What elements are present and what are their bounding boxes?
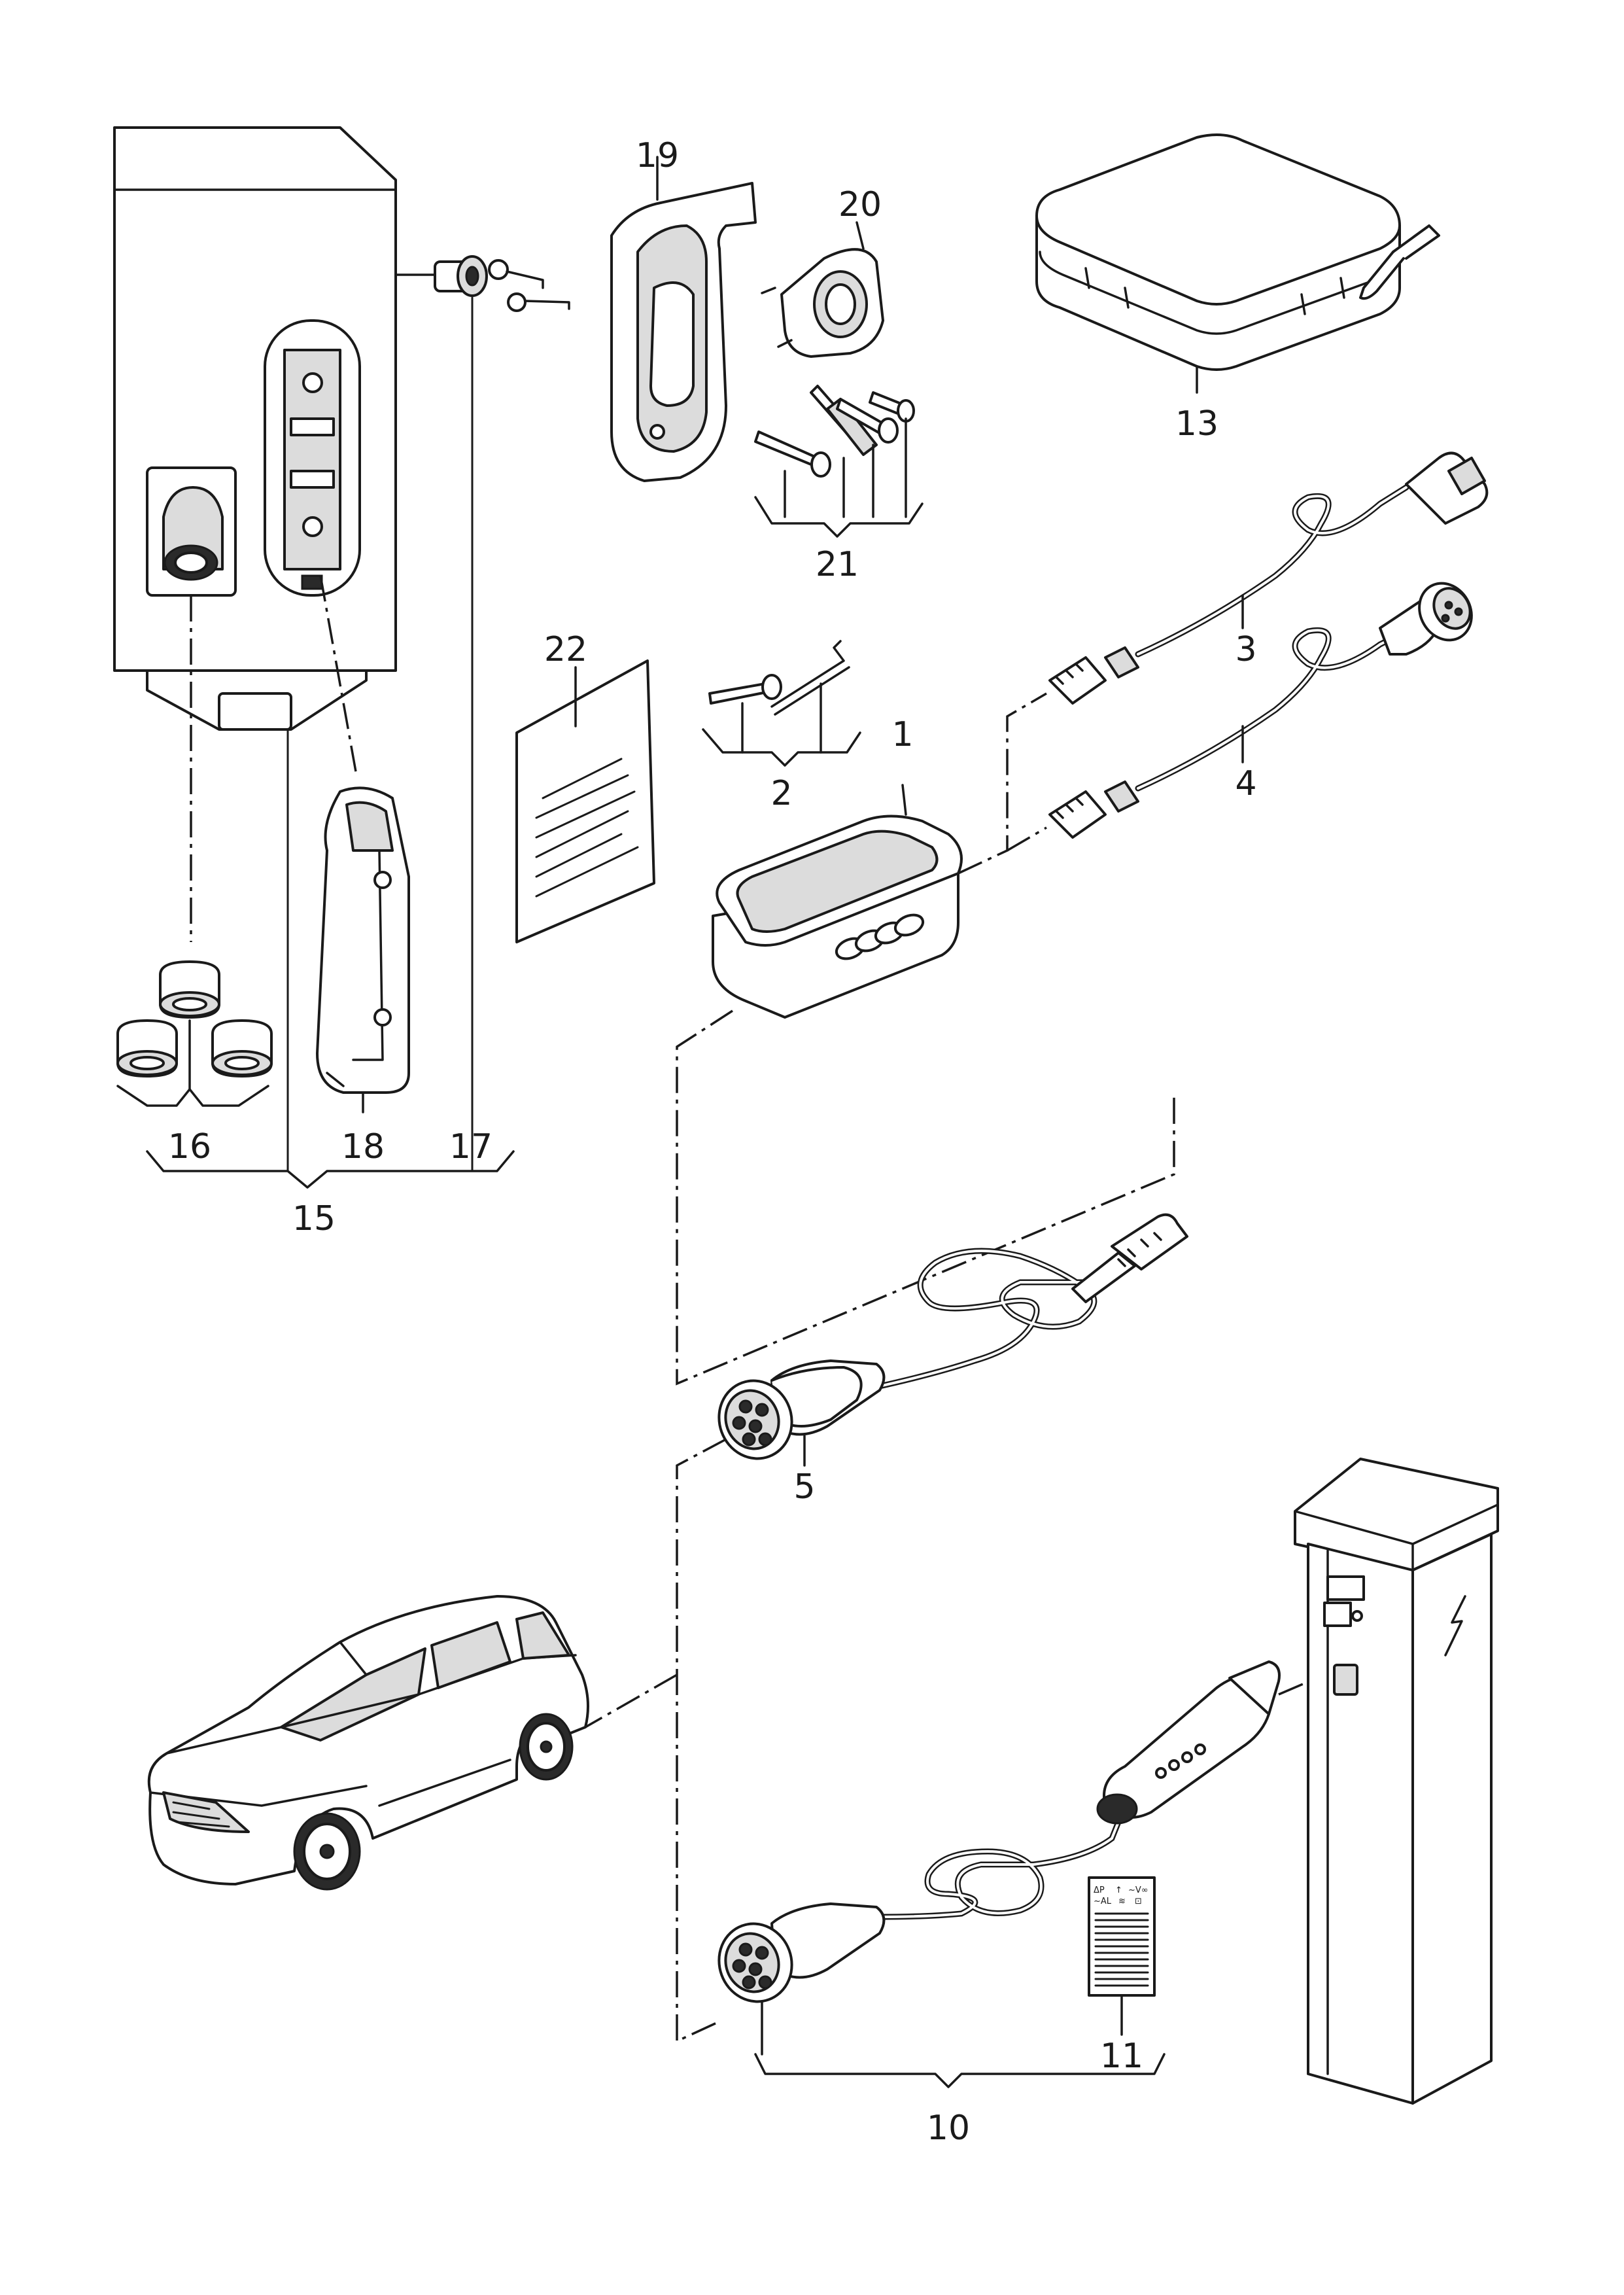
svg-text:↑: ↑ bbox=[1115, 1885, 1122, 1895]
callout-2: 2 bbox=[770, 774, 792, 813]
station-socket bbox=[1333, 1664, 1358, 1696]
callout-18: 18 bbox=[341, 1127, 385, 1166]
cable-with-industrial-plug bbox=[1048, 582, 1473, 839]
type2-to-type2-cable bbox=[717, 1660, 1348, 2003]
callout-1: 1 bbox=[891, 715, 913, 754]
lock-cylinder-with-keys bbox=[394, 255, 570, 1172]
svg-text:~V∞: ~V∞ bbox=[1128, 1885, 1149, 1895]
four-rings-logo bbox=[835, 913, 925, 960]
document-sheet bbox=[515, 659, 655, 943]
public-charging-station bbox=[1294, 1458, 1499, 2105]
screw-and-hex-key bbox=[702, 640, 861, 767]
group-bracket-10 bbox=[754, 2053, 1166, 2088]
callout-10: 10 bbox=[927, 2109, 970, 2148]
callout-17: 17 bbox=[449, 1127, 492, 1166]
socket-inserts bbox=[116, 595, 273, 1107]
holder-bracket bbox=[316, 575, 410, 1113]
svg-text:≋: ≋ bbox=[1118, 1897, 1126, 1906]
warning-label: ΔP ↑ ~V∞ ~AL ≋ ⊡ bbox=[1088, 1876, 1156, 2036]
svg-text:⊡: ⊡ bbox=[1135, 1897, 1142, 1906]
callout-16: 16 bbox=[168, 1127, 211, 1166]
link-1-to-cable-4 bbox=[1007, 826, 1047, 852]
wall-holder-bracket bbox=[610, 156, 757, 482]
key-icon bbox=[507, 292, 527, 312]
key-icon bbox=[488, 259, 509, 280]
wallbox-display bbox=[218, 692, 292, 731]
group-bracket-15 bbox=[146, 728, 515, 1189]
cable-with-household-plug bbox=[1048, 451, 1489, 705]
link-5-to-car bbox=[676, 1438, 727, 2043]
cover-cap bbox=[761, 221, 884, 358]
callout-22: 22 bbox=[544, 630, 587, 669]
callout-20: 20 bbox=[838, 185, 882, 224]
type2-charging-cable bbox=[717, 1213, 1188, 1467]
carrying-bag bbox=[1035, 133, 1440, 394]
callout-5: 5 bbox=[793, 1467, 815, 1507]
callout-11: 11 bbox=[1100, 2037, 1143, 2076]
charging-control-unit bbox=[712, 784, 963, 1019]
callout-15: 15 bbox=[292, 1199, 336, 1238]
link-car-to-cable bbox=[585, 1673, 678, 1728]
callout-4: 4 bbox=[1235, 764, 1256, 803]
wallbox-housing bbox=[113, 126, 397, 731]
link-1-to-cable-5 bbox=[676, 1009, 1175, 1386]
callout-13: 13 bbox=[1175, 404, 1218, 444]
svg-text:~AL: ~AL bbox=[1094, 1897, 1112, 1906]
callout-19: 19 bbox=[636, 136, 679, 175]
screws-and-dowels bbox=[754, 385, 924, 538]
car-suv bbox=[147, 1595, 589, 1891]
lightning-bolt-icon bbox=[1444, 1595, 1466, 1656]
callout-3: 3 bbox=[1235, 630, 1256, 669]
svg-text:ΔP: ΔP bbox=[1094, 1885, 1105, 1895]
callout-21: 21 bbox=[816, 545, 859, 584]
link-1-to-cables bbox=[958, 692, 1047, 875]
